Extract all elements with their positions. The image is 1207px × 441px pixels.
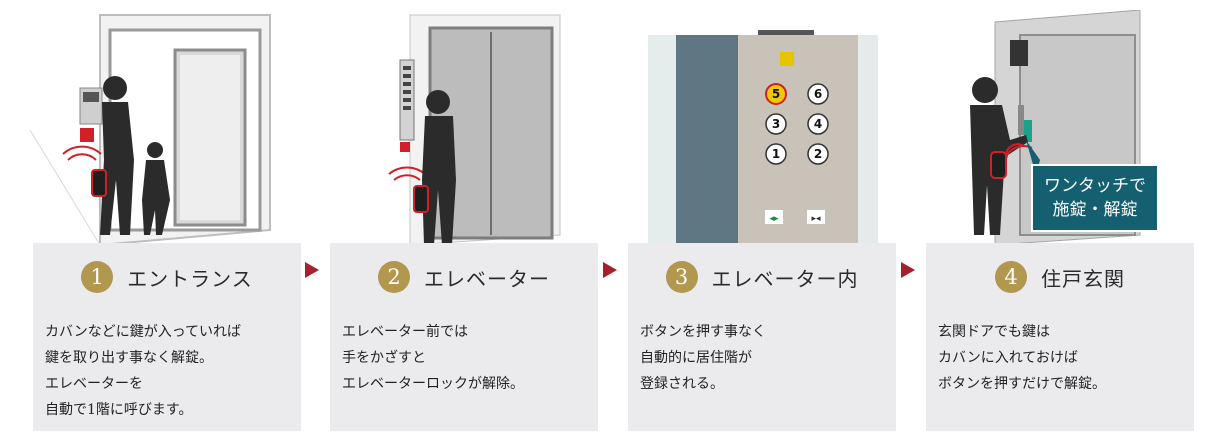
key-fob-icon — [91, 169, 107, 197]
step-description: 玄関ドアでも鍵は カバンに入れておけば ボタンを押すだけで解錠。 — [938, 324, 1106, 392]
step-description: カバンなどに鍵が入っていれば 鍵を取り出す事なく解錠。 エレベーターを 自動で1… — [45, 324, 241, 418]
step-arrow-icon — [305, 262, 319, 278]
elevator-scene — [388, 14, 561, 245]
step-number-badge: 4 — [995, 261, 1027, 293]
elevator-floor-label: 5 — [772, 87, 780, 101]
open-door-icon: ◂▸ — [769, 214, 779, 224]
step-arrow-icon — [603, 262, 617, 278]
door-reader-icon — [1024, 120, 1032, 142]
elevator-floor-label: 6 — [814, 87, 822, 101]
step-header: 4 住戸玄関 — [926, 260, 1194, 294]
step-number-badge: 2 — [378, 261, 410, 293]
person-silhouette — [422, 90, 456, 245]
step-title: エレベーター内 — [711, 266, 859, 291]
reader-icon — [80, 128, 94, 142]
elevator-floor-label: 3 — [772, 117, 780, 131]
step-panel-elevator-inside: 3 エレベーター内 ボタンを押す事なく 自動的に居住階が 登録される。 — [628, 243, 896, 431]
key-fob-icon — [413, 185, 429, 213]
step-title: 住戸玄関 — [1041, 266, 1125, 291]
step-panel-elevator: 2 エレベーター エレベーター前では 手をかざすと エレベーターロックが解除。 — [330, 243, 598, 431]
callout-line-1: ワンタッチで — [1044, 176, 1146, 196]
elevator-floor-button — [807, 113, 829, 135]
elevator-floor-button — [765, 143, 787, 165]
one-touch-callout: ワンタッチで 施錠・解錠 — [1031, 164, 1159, 232]
step-description: エレベーター前では 手をかざすと エレベーターロックが解除。 — [342, 324, 524, 392]
elevator-floor-button — [807, 143, 829, 165]
person-silhouette — [100, 76, 170, 235]
step-number-badge: 1 — [81, 261, 114, 293]
callout-line-2: 施錠・解錠 — [1052, 200, 1138, 220]
elevator-floor-button — [765, 113, 787, 135]
step-panel-entrance: 1 エントランス カバンなどに鍵が入っていれば 鍵を取り出す事なく解錠。 エレベ… — [33, 243, 301, 431]
step-arrow-icon — [901, 262, 915, 278]
step-title: エントランス — [127, 266, 253, 291]
step-title: エレベーター — [424, 266, 550, 291]
close-door-icon: ▸◂ — [811, 214, 821, 224]
elevator-interior-scene: 5 6 3 4 1 2 ◂▸ ▸◂ — [648, 30, 878, 245]
elevator-floor-label: 1 — [772, 147, 780, 161]
elevator-illustration — [370, 10, 620, 245]
step-panel-front-door: 4 住戸玄関 玄関ドアでも鍵は カバンに入れておけば ボタンを押すだけで解錠。 — [926, 243, 1194, 431]
step-header: 2 エレベーター — [330, 260, 598, 294]
elevator-floor-label: 2 — [814, 147, 822, 161]
step-header: 1 エントランス — [33, 260, 301, 294]
elevator-floor-button — [807, 83, 829, 105]
entrance-scene — [30, 14, 271, 245]
elevator-panel-illustration: 5 6 3 4 1 2 ◂▸ ▸◂ — [648, 10, 878, 245]
step-header: 3 エレベーター内 — [628, 260, 896, 294]
step-description: ボタンを押す事なく 自動的に居住階が 登録される。 — [640, 324, 766, 392]
step-number-badge: 3 — [665, 261, 698, 293]
elevator-floor-button — [765, 83, 787, 105]
key-fob-icon — [990, 151, 1007, 179]
elevator-floor-label: 4 — [814, 117, 822, 131]
entrance-illustration — [30, 10, 280, 245]
